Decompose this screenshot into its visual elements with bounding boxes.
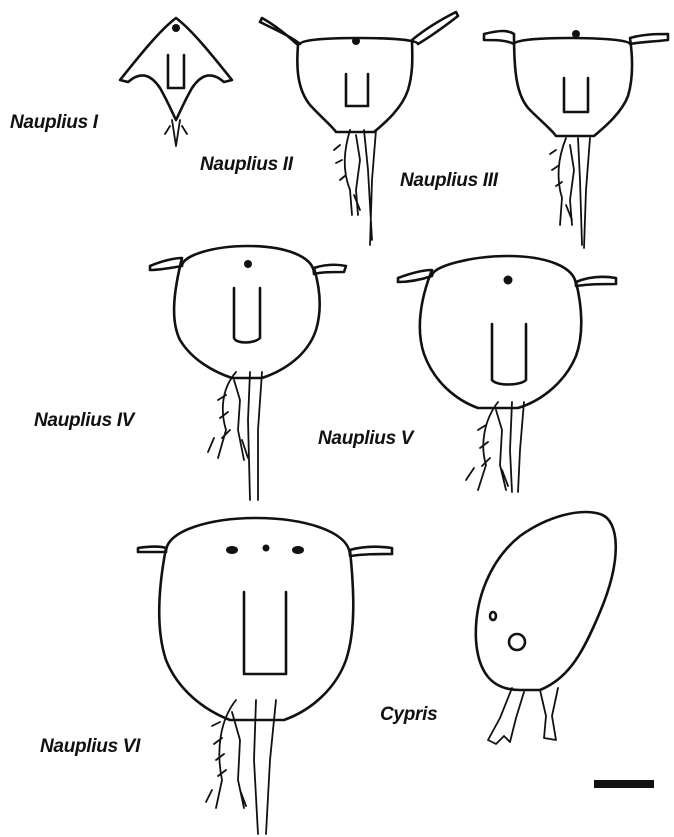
nauplius-1-figure (120, 18, 232, 146)
nauplius-6-figure (138, 518, 392, 834)
nauplius-3-figure (484, 30, 668, 248)
label-nauplius-3: Nauplius III (400, 170, 498, 192)
scale-bar (594, 780, 654, 788)
cypris-figure (476, 512, 616, 744)
label-cypris: Cypris (380, 704, 437, 726)
label-nauplius-2: Nauplius II (200, 154, 293, 176)
label-nauplius-6: Nauplius VI (40, 736, 140, 758)
label-nauplius-5: Nauplius V (318, 428, 413, 450)
nauplius-2-figure (260, 12, 458, 245)
nauplius-4-figure (150, 246, 346, 500)
nauplius-5-figure (398, 256, 616, 492)
label-nauplius-4: Nauplius IV (34, 410, 134, 432)
label-nauplius-1: Nauplius I (10, 112, 98, 134)
